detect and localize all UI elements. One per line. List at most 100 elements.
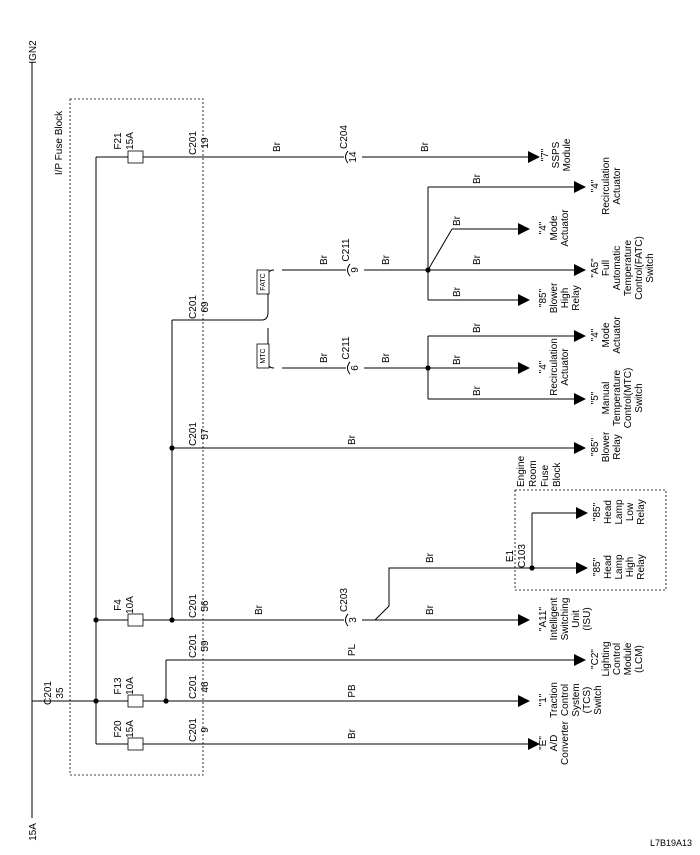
wire-color-br: Br [472, 322, 483, 333]
arrow-fatc-blower [518, 294, 530, 306]
destination-label-head-low: Low [625, 502, 636, 521]
connector-c201-pin: 56 [200, 600, 211, 612]
connector-c204-label: C204 [339, 125, 350, 149]
destination-label-fatc-mode: "4" [538, 221, 549, 234]
destination-label-blower-relay: Blower [601, 431, 612, 462]
destination-label-mtc-switch: Control(MTC) [623, 368, 634, 429]
wire-color-br: Br [452, 286, 463, 297]
destination-label-fatc-switch: Full [601, 260, 612, 276]
engine-room-line: Room [528, 460, 539, 487]
power-label-top: IGN2 [28, 40, 39, 64]
connector-c201-pin: 69 [200, 301, 211, 313]
fuse-f20-symbol [127, 737, 144, 751]
destination-label-tcs: "1" [538, 693, 549, 706]
connector-c201-label: C201 [188, 295, 199, 319]
destination-label-ssps: Module [562, 138, 573, 171]
arrow-fatc-recirc [574, 181, 586, 193]
destination-label-head-low: Head [603, 500, 614, 524]
connector-c201-main-label: C201 [43, 681, 54, 705]
destination-label-lcm: Lighting [601, 641, 612, 676]
destination-label-isu: (ISU) [582, 607, 593, 630]
destination-label-mtc-recirc: Actuator [560, 348, 571, 386]
destination-label-fatc-mode: Actuator [560, 209, 571, 247]
destination-label-head-high: Head [603, 555, 614, 579]
destination-label-fatc-blower-high: Blower [549, 282, 560, 313]
connector-c201-label: C201 [188, 131, 199, 155]
destination-label-mtc-mode: "4" [590, 328, 601, 341]
wire-color-br: Br [254, 604, 265, 615]
arrow-fatc-mode [518, 223, 530, 235]
connector-c203-label: C203 [339, 588, 350, 612]
engine-room-line: Engine [516, 455, 527, 487]
connector-c211-fatc-symbol [347, 263, 351, 277]
fuse-f4-name: F4 [113, 599, 124, 611]
destination-label-fatc-switch: Temperature [623, 239, 634, 296]
arrow-tcs [518, 695, 530, 707]
destination-label-head-high: "85" [592, 557, 603, 576]
mtc-tag-label: MTC [260, 348, 267, 363]
destination-label-isu: Unit [571, 610, 582, 628]
destination-label-mtc-recirc: "4" [538, 360, 549, 373]
destination-label-lcm: Module [623, 642, 634, 675]
destination-label-head-low: "85" [592, 502, 603, 521]
arrow-lcm [574, 654, 586, 666]
destination-label-mtc-mode: Mode [601, 322, 612, 347]
wire-color-br: Br [381, 254, 392, 265]
destination-label-isu: Switching [560, 598, 571, 641]
connector-c211-mtc-symbol [347, 361, 351, 375]
destination-label-ssps: SSPS [551, 141, 562, 168]
destination-label-blower-relay: "85" [590, 437, 601, 456]
wire-color-br: Br [420, 141, 431, 152]
connector-c211-pin: 9 [350, 267, 361, 273]
destination-label-fatc-recirc: "4" [590, 179, 601, 192]
destination-label-tcs: Switch [593, 685, 604, 714]
diagram-code: L7B19A13 [650, 838, 692, 848]
wire-to-c103 [374, 567, 532, 621]
destination-label-lcm: Control [612, 643, 623, 675]
destination-label-mtc-switch: Temperature [612, 369, 623, 426]
destination-label-ssps: "7" [540, 148, 551, 161]
junction-dot [93, 698, 99, 704]
ip-fuse-block-label: I/P Fuse Block [54, 110, 65, 175]
arrow-converter [528, 738, 540, 750]
connector-c201-label: C201 [188, 675, 199, 699]
engine-room-fuse-block-boundary [514, 489, 667, 591]
wire-color-br: Br [425, 552, 436, 563]
wire-color-pb: PB [347, 684, 358, 698]
destination-label-isu: Intelligent [549, 597, 560, 640]
wire-color-br: Br [452, 215, 463, 226]
destination-label-head-low: Lamp [614, 499, 625, 524]
connector-c103-label: C103 [517, 544, 528, 568]
wire-fatc-mode-a [427, 228, 453, 271]
fuse-f21-name: F21 [113, 132, 124, 150]
connector-c201-pin: 59 [200, 640, 211, 652]
connector-c204-symbol [345, 150, 349, 164]
destination-label-converter: "E" [538, 736, 549, 750]
connector-c211-pin: 6 [350, 365, 361, 371]
engine-room-line: Fuse [540, 464, 551, 487]
destination-label-fatc-switch: Automatic [612, 246, 623, 290]
wire-color-br: Br [472, 173, 483, 184]
destination-label-fatc-switch: Control(FATC) [634, 236, 645, 300]
fuse-f13-rating: 10A [125, 677, 136, 695]
wire-color-br: Br [347, 434, 358, 445]
fuse-f4-symbol [127, 613, 144, 627]
destination-label-converter: A/D [549, 735, 560, 752]
destination-label-fatc-blower-high: "85" [538, 288, 549, 307]
destination-label-lcm: (LCM) [634, 645, 645, 673]
arrow-fatc-switch [574, 264, 586, 276]
destination-label-mtc-switch: "5" [590, 391, 601, 404]
fatc-tag [256, 269, 270, 295]
arrow-mtc-recirc [518, 362, 530, 374]
wire-color-br: Br [472, 385, 483, 396]
wire-color-br: Br [319, 254, 330, 265]
destination-label-tcs: Control [560, 684, 571, 716]
fatc-tag-label: FATC [260, 273, 267, 290]
wire-color-br: Br [452, 354, 463, 365]
power-label-bottom: 15A [28, 823, 39, 841]
destination-label-converter: Converter [560, 720, 571, 765]
ip-fuse-block-boundary [69, 98, 204, 776]
destination-label-fatc-recirc: Actuator [612, 167, 623, 205]
connector-c211-label: C211 [341, 336, 352, 360]
destination-label-head-high: Relay [636, 554, 647, 580]
